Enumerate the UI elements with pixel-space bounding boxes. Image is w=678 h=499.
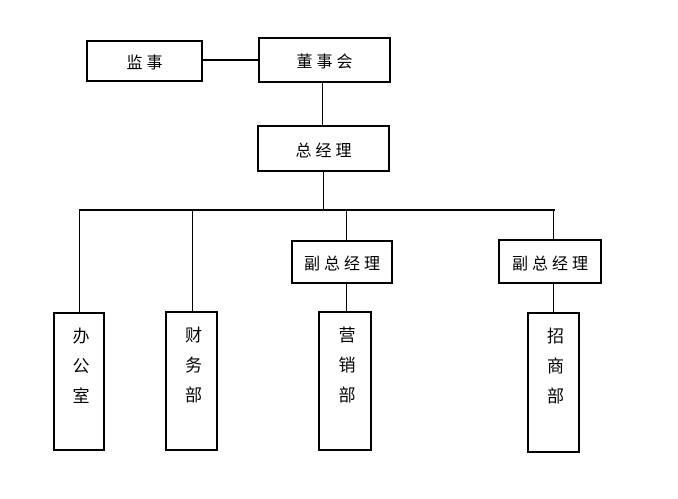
node-deputy-general-manager-1: 副总经理 [291, 240, 393, 284]
node-investment-label: 招商部 [544, 327, 563, 417]
connector-deputy-gm-2-investment [553, 284, 554, 312]
node-board-of-directors: 董事会 [258, 37, 391, 83]
node-general-manager-label: 总经理 [295, 142, 356, 160]
connector-deputy-gm-1-marketing [346, 284, 347, 311]
node-marketing-department: 营销部 [318, 311, 372, 451]
node-deputy-gm-1-label: 副总经理 [303, 256, 384, 273]
node-deputy-gm-2-label: 副总经理 [511, 255, 592, 273]
node-office: 办公室 [53, 312, 105, 451]
node-deputy-general-manager-2: 副总经理 [498, 239, 602, 284]
connector-bus-office [79, 211, 80, 312]
connector-bus [79, 209, 555, 211]
node-finance-label: 财务部 [182, 326, 201, 416]
node-investment-department: 招商部 [527, 312, 580, 453]
node-board-label: 董事会 [296, 54, 357, 71]
node-marketing-label: 营销部 [335, 326, 355, 416]
connector-bus-deputy-gm-2 [553, 211, 554, 239]
connector-board-gm [322, 83, 323, 125]
connector-gm-bus [323, 172, 324, 209]
node-office-label: 办公室 [69, 327, 89, 417]
node-supervisor-label: 监事 [126, 55, 167, 72]
node-general-manager: 总经理 [257, 125, 390, 172]
connector-bus-finance [192, 211, 193, 311]
connector-bus-deputy-gm-1 [346, 211, 347, 240]
node-supervisor: 监事 [86, 40, 203, 82]
node-finance-department: 财务部 [165, 311, 218, 451]
connector-supervisor-board [203, 59, 258, 61]
